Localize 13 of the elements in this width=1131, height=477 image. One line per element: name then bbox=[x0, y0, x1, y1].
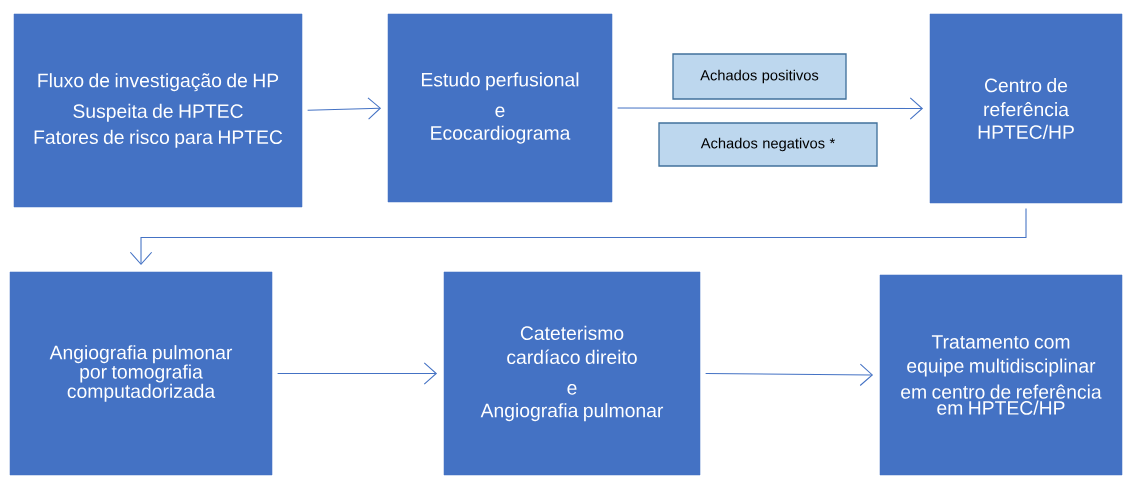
process-box: Cateterismo cardíaco direito e Angiografia pulmonar bbox=[443, 271, 701, 476]
process-box: Angiografia pulmonar por tomografia computadorizada bbox=[9, 271, 273, 476]
note-box: Achados negativos * bbox=[658, 122, 878, 167]
arrow bbox=[277, 362, 438, 385]
process-box: Fluxo de investigação de HP Suspeita de HPTEC Fatores de risco para HPTEC bbox=[13, 13, 303, 208]
arrow bbox=[705, 363, 874, 387]
arrow bbox=[307, 97, 382, 120]
arrow bbox=[617, 97, 924, 120]
process-box: Estudo perfusional e Ecocardiograma bbox=[387, 13, 613, 203]
arrow bbox=[129, 208, 1027, 266]
process-box: Tratamento com equipe multidisciplinar em centro de referência em HPTEC/HP bbox=[879, 274, 1123, 476]
process-box: Centro de referência HPTEC/HP bbox=[929, 13, 1123, 204]
note-box: Achados positivos bbox=[672, 53, 847, 100]
